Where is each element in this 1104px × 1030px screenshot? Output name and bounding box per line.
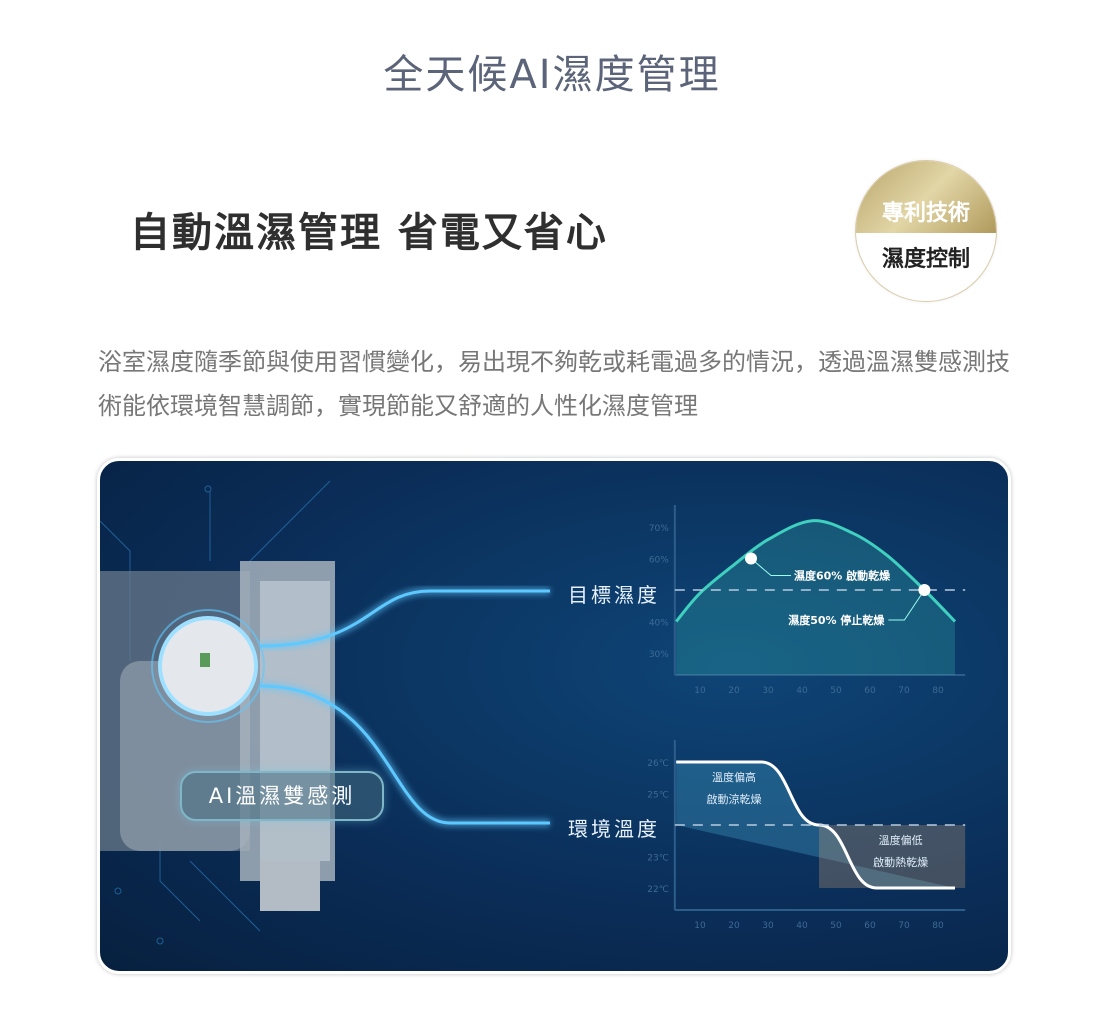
x-tick-label: 50 <box>830 686 842 696</box>
y-tick-label: 26℃ <box>647 759 669 769</box>
y-tick-label: 30% <box>649 650 669 660</box>
data-point <box>918 584 931 596</box>
y-tick-label: 23℃ <box>647 854 669 864</box>
ambient-temp-label: 環境溫度 <box>568 817 660 841</box>
x-tick-label: 80 <box>932 686 944 696</box>
x-tick-label: 50 <box>830 921 842 931</box>
x-tick-label: 60 <box>864 921 876 931</box>
x-tick-label: 20 <box>728 686 740 696</box>
x-tick-label: 40 <box>796 686 808 696</box>
x-tick-label: 80 <box>932 921 944 931</box>
annotation: 啟動熱乾燥 <box>873 855 928 869</box>
infographic-card: 70% 60% 40% 30% 10 20 30 40 50 60 70 80 濕度60% 啟動乾燥濕度… <box>97 458 1011 974</box>
badge-bottom: 濕度控制 <box>881 247 970 272</box>
annotation: 啟動涼乾燥 <box>707 792 762 806</box>
humidity-line <box>675 519 957 623</box>
y-tick-label: 22℃ <box>647 885 669 895</box>
page-title: 全天候AI濕度管理 <box>383 52 721 98</box>
sensor-label: AI溫濕雙感測 <box>180 771 384 821</box>
target-humidity-label: 目標濕度 <box>568 583 660 607</box>
y-tick-label: 70% <box>649 524 669 534</box>
callout-line <box>750 558 791 576</box>
y-tick-label: 40% <box>649 619 669 629</box>
annotation: 濕度50% 停止乾燥 <box>788 613 885 627</box>
annotation: 濕度60% 啟動乾燥 <box>794 569 891 583</box>
description: 浴室濕度隨季節與使用習慣變化，易出現不夠乾或耗電過多的情況，透過溫濕雙感測技術能… <box>98 348 1010 420</box>
x-tick-label: 20 <box>728 921 740 931</box>
section-heading: 自動溫濕管理 省電又省心 <box>130 210 608 256</box>
charts: 70% 60% 40% 30% 10 20 30 40 50 60 70 80 濕度60% 啟動乾燥濕度… <box>647 505 966 931</box>
y-tick-label: 25℃ <box>647 791 669 801</box>
x-tick-label: 30 <box>762 686 774 696</box>
x-tick-label: 70 <box>898 686 910 696</box>
x-tick-label: 30 <box>762 921 774 931</box>
x-tick-label: 70 <box>898 921 910 931</box>
badge-top: 專利技術 <box>856 161 996 233</box>
x-tick-label: 60 <box>864 686 876 696</box>
y-tick-label: 60% <box>649 556 669 566</box>
callout-line <box>888 589 925 621</box>
x-tick-label: 40 <box>796 921 808 931</box>
humidity-area <box>676 520 955 675</box>
x-tick-label: 10 <box>694 686 706 696</box>
low-temp-area <box>819 825 966 888</box>
x-tick-label: 10 <box>694 921 706 931</box>
patent-badge: 專利技術 濕度控制 <box>855 160 997 302</box>
annotation: 溫度偏高 <box>712 770 756 784</box>
data-point <box>745 552 757 565</box>
annotation: 溫度偏低 <box>879 833 923 847</box>
